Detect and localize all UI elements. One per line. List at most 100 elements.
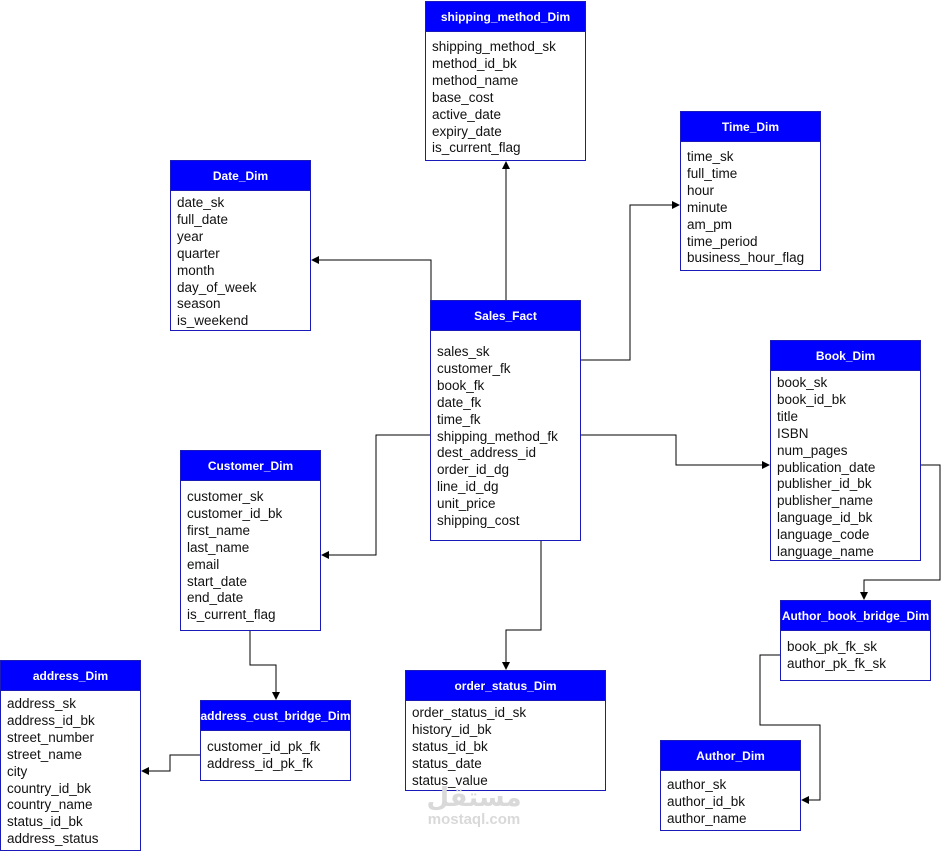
field-is-weekend: is_weekend (177, 313, 249, 329)
field-day-of-week: day_of_week (177, 279, 257, 295)
field-author-name: author_name (667, 810, 747, 826)
field-customer-fk: customer_fk (437, 360, 511, 376)
field-time-sk: time_sk (687, 149, 734, 164)
field-order-status-id-sk: order_status_id_sk (412, 705, 527, 720)
entity-title: Sales_Fact (431, 301, 580, 331)
field-unit-price: unit_price (437, 496, 496, 512)
field-minute: minute (687, 199, 728, 215)
field-country-id-bk: country_id_bk (7, 780, 92, 796)
field-publisher-id-bk: publisher_id_bk (777, 476, 872, 492)
watermark-latin: mostaql.com (427, 811, 521, 828)
field-author-sk: author_sk (667, 777, 727, 792)
field-address-id-bk: address_id_bk (7, 712, 95, 728)
field-isbn: ISBN (777, 425, 809, 441)
field-start-date: start_date (187, 573, 248, 589)
field-time-period: time_period (687, 233, 758, 249)
field-street-name: street_name (7, 746, 83, 762)
entity-title: order_status_Dim (406, 671, 605, 701)
field-author-id-bk: author_id_bk (667, 793, 746, 809)
field-language-id-bk: language_id_bk (777, 510, 873, 526)
connector-sales-to-customer (321, 434, 431, 559)
field-customer-sk: customer_sk (187, 489, 264, 504)
entity-title: address_cust_bridge_Dim (200, 701, 351, 731)
field-publication-date: publication_date (777, 459, 876, 475)
connector-sales-to-book (581, 434, 770, 469)
field-status-date: status_date (412, 755, 482, 771)
field-method-id-bk: method_id_bk (432, 55, 517, 71)
field-street-number: street_number (7, 729, 95, 745)
connector-sales-to-date (311, 256, 432, 300)
field-method-name: method_name (432, 72, 519, 88)
entity-title: Author_Dim (661, 741, 800, 771)
field-base-cost: base_cost (432, 89, 494, 105)
connector-book-to-author-bridge (860, 464, 941, 600)
field-status-id-bk: status_id_bk (7, 814, 83, 830)
field-shipping-method-sk: shipping_method_sk (432, 39, 556, 54)
field-email: email (187, 556, 220, 572)
field-month: month (177, 262, 215, 278)
field-last-name: last_name (187, 539, 250, 555)
field-sales-sk: sales_sk (437, 344, 490, 359)
field-address-status: address_status (7, 831, 99, 847)
field-line-id-dg: line_id_dg (437, 479, 499, 495)
field-am-pm: am_pm (687, 216, 733, 232)
field-full-time: full_time (687, 165, 738, 181)
field-expiry-date: expiry_date (432, 123, 502, 139)
field-shipping-method-fk: shipping_method_fk (437, 428, 558, 444)
field-end-date: end_date (187, 590, 244, 606)
field-active-date: active_date (432, 106, 502, 122)
entity-title: Author_book_bridge_Dim (781, 601, 930, 631)
field-time-fk: time_fk (437, 411, 481, 427)
entity-title: Customer_Dim (181, 451, 320, 481)
field-address-sk: address_sk (7, 696, 77, 711)
field-hour: hour (687, 182, 715, 198)
field-quarter: quarter (177, 245, 220, 261)
connector-customer-to-address-bridge (249, 631, 280, 700)
entity-title: Time_Dim (681, 112, 820, 142)
field-num-pages: num_pages (777, 442, 848, 458)
field-book-fk: book_fk (437, 377, 485, 393)
field-business-hour-flag: business_hour_flag (687, 250, 805, 266)
field-book-pk-fk-sk: book_pk_fk_sk (787, 639, 878, 654)
entity-title: shipping_method_Dim (426, 2, 585, 32)
field-customer-id-bk: customer_id_bk (187, 505, 283, 521)
entity-title: Book_Dim (771, 341, 920, 371)
field-season: season (177, 296, 221, 312)
field-language-code: language_code (777, 527, 870, 543)
entity-title: Date_Dim (171, 161, 310, 191)
field-language-name: language_name (777, 544, 874, 560)
field-history-id-bk: history_id_bk (412, 721, 492, 737)
field-city: city (7, 763, 28, 779)
field-book-sk: book_sk (777, 375, 828, 390)
connector-address-bridge-to-address (141, 754, 200, 775)
entity-title: address_Dim (1, 661, 140, 691)
field-author-pk-fk-sk: author_pk_fk_sk (787, 655, 887, 671)
field-status-id-bk: status_id_bk (412, 738, 488, 754)
field-dest-address-id: dest_address_id (437, 445, 537, 461)
field-is-current-flag: is_current_flag (187, 607, 276, 623)
connector-sales-to-order-status (502, 541, 542, 670)
entity-address-cust-bridge-dim[interactable]: address_cust_bridge_Dim customer_id_pk_f… (200, 700, 351, 781)
watermark-logo: مستقل mostaql.com (413, 784, 535, 828)
connector-author-bridge-to-author (759, 654, 821, 804)
